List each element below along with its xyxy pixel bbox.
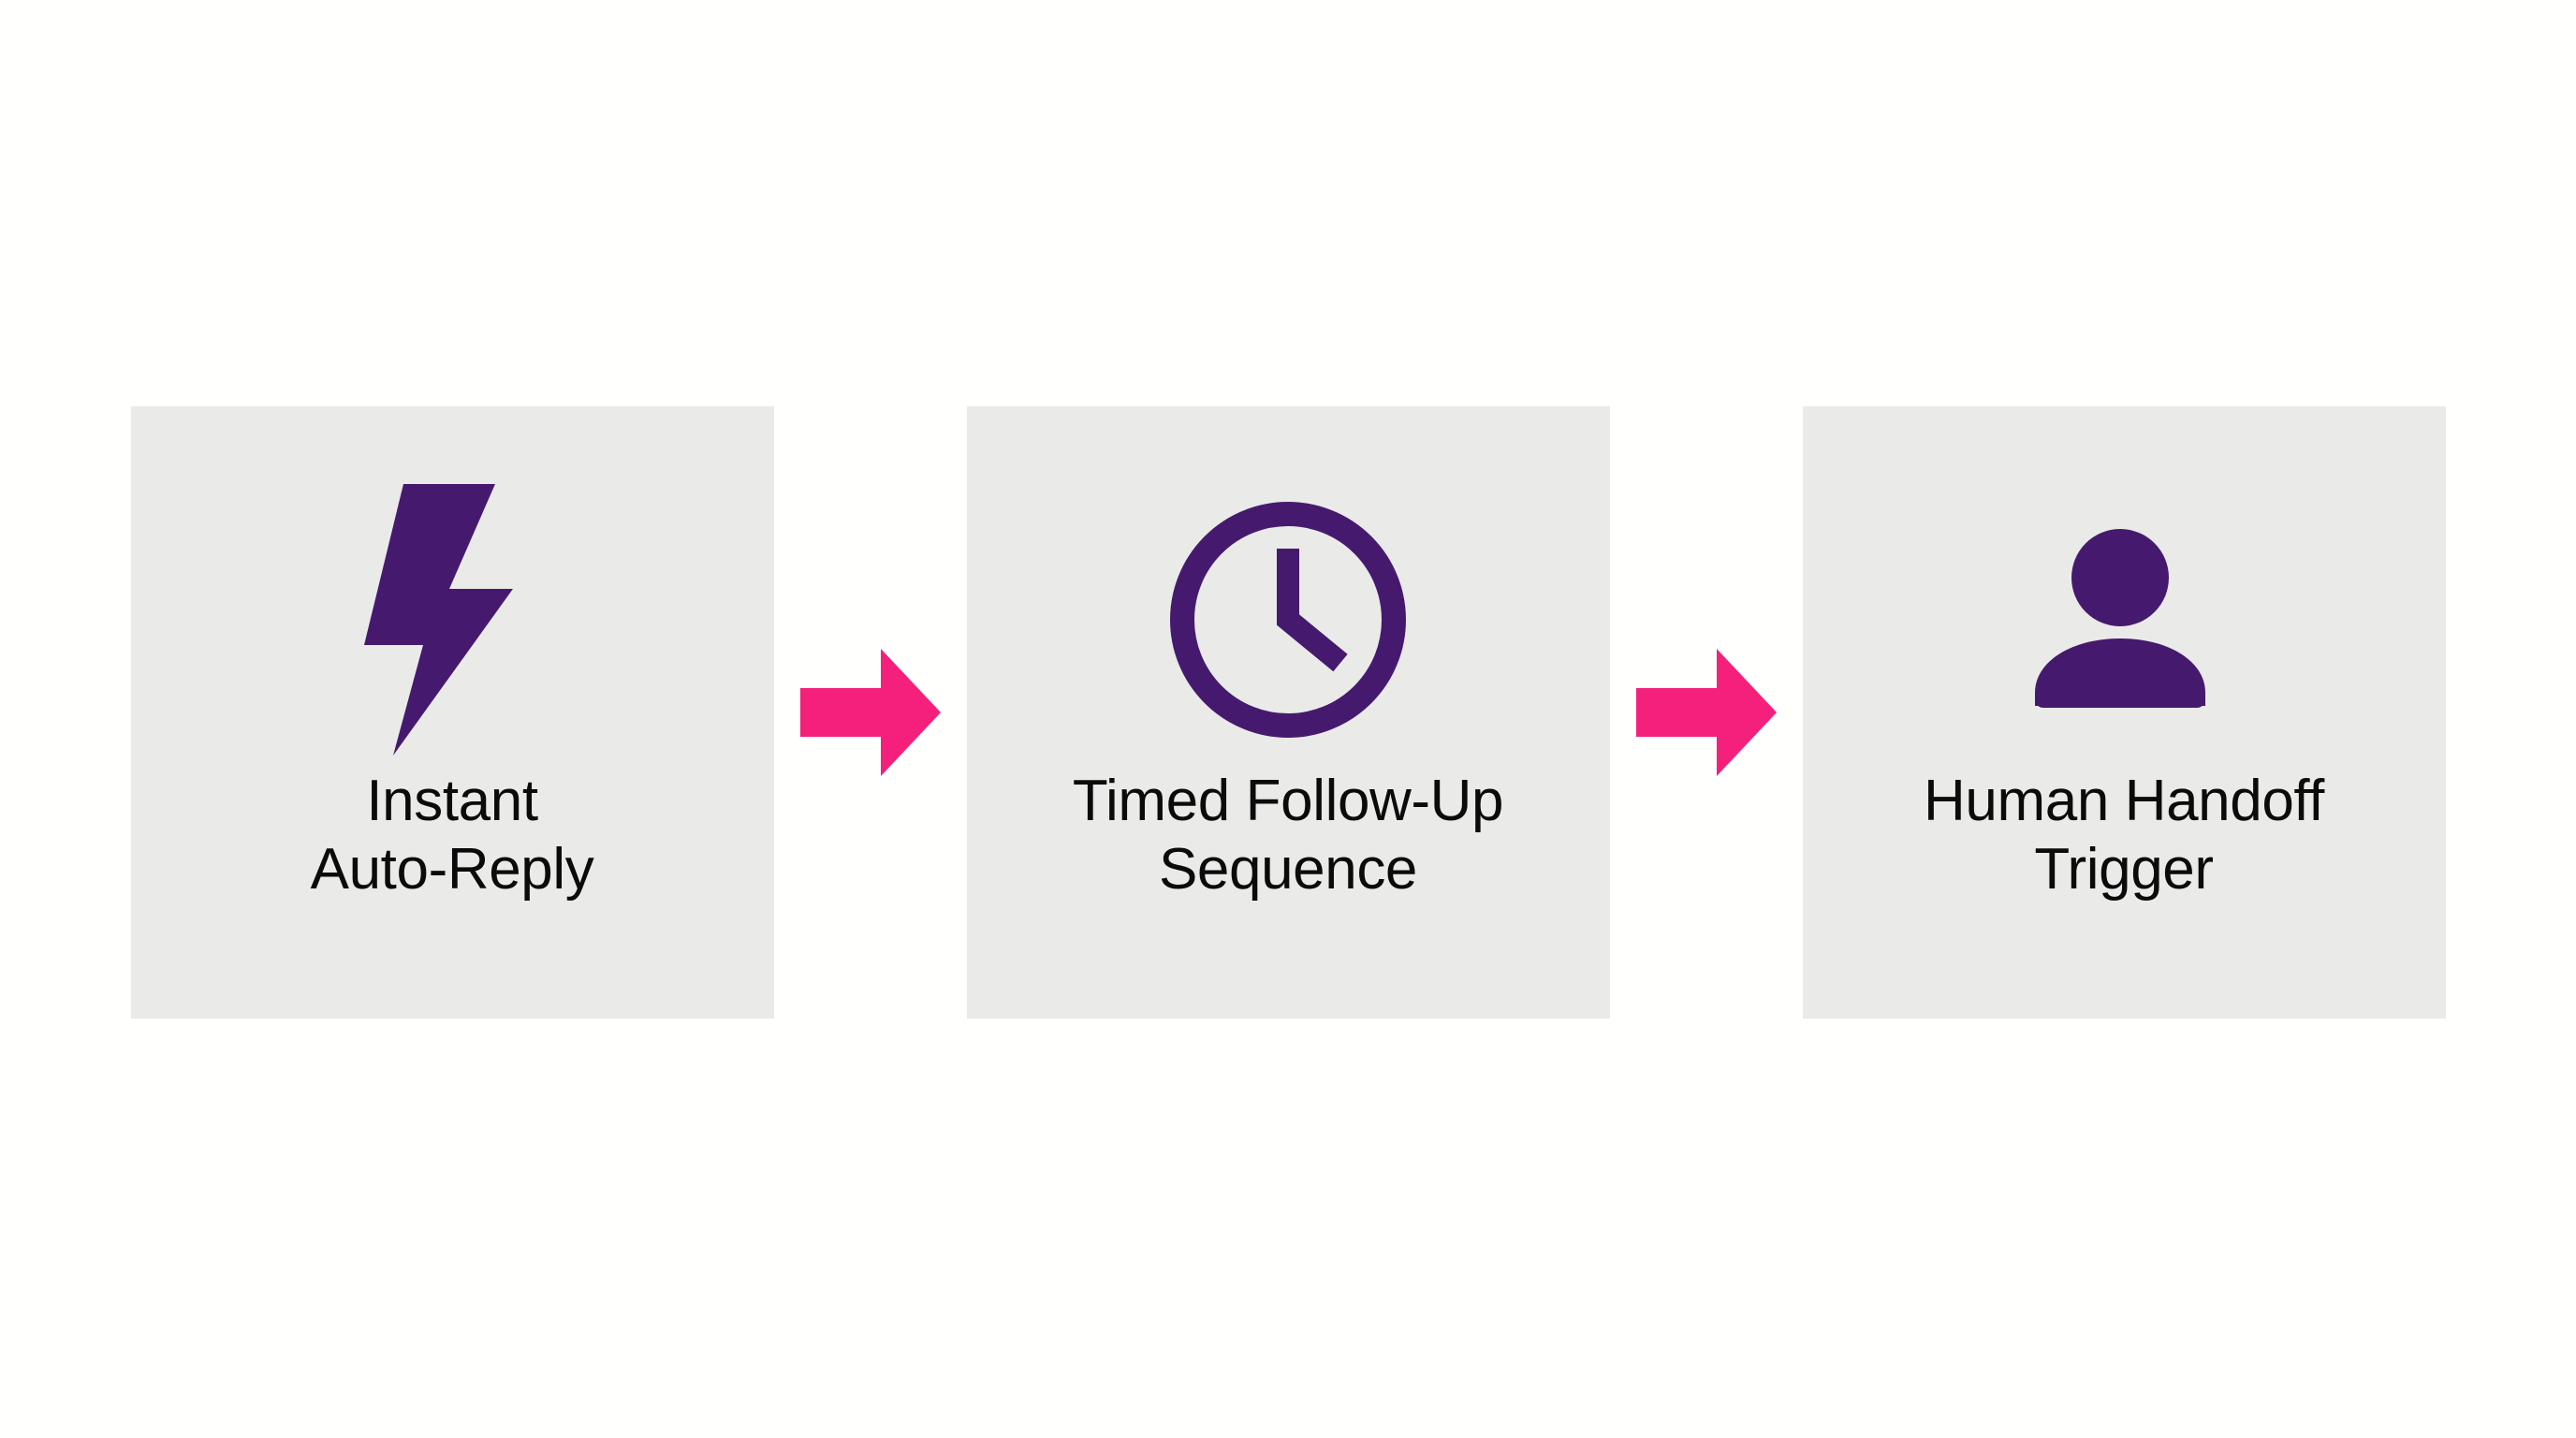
step-label-3: Human Handoff Trigger <box>1924 769 2324 902</box>
person-icon <box>2035 529 2205 708</box>
connector-1 <box>774 647 967 778</box>
icon-slot-1 <box>131 479 774 760</box>
flow-row: Instant Auto-Reply Timed Follow-Up Seque… <box>130 406 2446 1019</box>
step-label-1: Instant Auto-Reply <box>310 769 594 902</box>
lightning-bolt-icon <box>364 484 513 756</box>
step-card-timed-follow-up-sequence[interactable]: Timed Follow-Up Sequence <box>966 406 1610 1019</box>
step-label-2: Timed Follow-Up Sequence <box>1072 769 1504 902</box>
clock-icon <box>1170 502 1406 738</box>
step-card-instant-auto-reply[interactable]: Instant Auto-Reply <box>130 406 774 1019</box>
icon-slot-2 <box>967 479 1610 760</box>
icon-slot-3 <box>1803 479 2446 760</box>
connector-2 <box>1610 647 1803 778</box>
arrow-right-icon <box>799 649 941 776</box>
step-card-human-handoff-trigger[interactable]: Human Handoff Trigger <box>1802 406 2446 1019</box>
arrow-right-icon <box>1635 649 1777 776</box>
